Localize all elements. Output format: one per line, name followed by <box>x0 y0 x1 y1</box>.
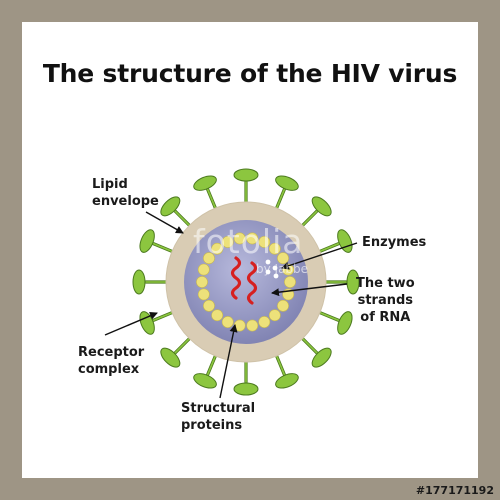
pointer-arrows <box>104 211 358 399</box>
spike-head <box>193 175 217 191</box>
stock-id: #177171192 <box>415 484 494 497</box>
rna-strand <box>230 256 242 300</box>
spike-head <box>193 373 217 389</box>
spike-head <box>311 347 332 368</box>
protein-dot <box>221 316 234 328</box>
protein-dot <box>221 236 234 248</box>
label-line: Structural <box>181 401 256 416</box>
spike-head <box>160 196 181 217</box>
label-line: The two <box>356 276 415 291</box>
arrow-receptor-complex <box>104 312 158 336</box>
label-enzymes: Enzymes <box>362 235 427 250</box>
label-rna: The two strands of RNA <box>356 275 415 326</box>
spike-head <box>275 175 299 191</box>
protein-dot <box>258 316 271 328</box>
label-line: envelope <box>92 194 159 209</box>
protein-dot <box>258 236 271 248</box>
protein-dot <box>203 252 215 265</box>
label-structural-proteins: Structural proteins <box>181 400 255 434</box>
enzyme-dots <box>265 259 279 279</box>
enzyme-dot <box>273 273 279 279</box>
protein-dot <box>246 232 259 245</box>
protein-dot <box>233 319 246 332</box>
protein-dot <box>277 299 289 312</box>
spike-head <box>139 229 155 253</box>
structural-protein-ring <box>196 232 296 332</box>
enzyme-dot <box>265 259 271 265</box>
label-line: Receptor <box>78 345 145 360</box>
protein-dot <box>268 242 281 255</box>
spike-head <box>233 168 259 182</box>
protein-dot <box>211 242 224 255</box>
spike-head <box>275 373 299 389</box>
protein-dot <box>233 232 246 245</box>
label-lipid-envelope: Lipid envelope <box>92 176 159 210</box>
spike-head <box>160 347 181 368</box>
spike-head <box>311 196 332 217</box>
protein-dot <box>196 276 208 288</box>
spike-head <box>337 311 353 335</box>
arrow-structural-proteins <box>219 324 238 399</box>
protein-dot <box>197 263 210 276</box>
arrow-lipid-envelope <box>145 211 184 234</box>
enzyme-dot <box>272 265 278 271</box>
label-line: Lipid <box>92 177 128 192</box>
watermark-brand: fotolia <box>193 222 304 261</box>
spike-head <box>337 229 353 253</box>
protein-dot <box>246 319 259 332</box>
rna-strand <box>246 261 258 305</box>
protein-dot <box>268 309 281 322</box>
enzyme-dot <box>265 269 271 275</box>
arrow-enzymes <box>281 242 358 270</box>
page-title: The structure of the HIV virus <box>42 59 458 88</box>
watermark-credit: by Jabbe <box>256 262 309 276</box>
label-receptor-complex: Receptor complex <box>78 344 144 378</box>
label-line: strands <box>357 293 414 308</box>
spike-head <box>346 269 360 295</box>
label-line: proteins <box>181 418 243 433</box>
spike-head <box>233 382 259 396</box>
arrow-rna <box>271 283 348 297</box>
protein-dot <box>284 276 296 288</box>
label-line: of RNA <box>360 310 411 325</box>
spike-head <box>132 269 146 295</box>
protein-dot <box>203 299 215 312</box>
protein-dot <box>211 309 224 322</box>
protein-dot <box>197 288 210 301</box>
label-line: complex <box>78 362 140 377</box>
rna-strands <box>230 256 258 305</box>
